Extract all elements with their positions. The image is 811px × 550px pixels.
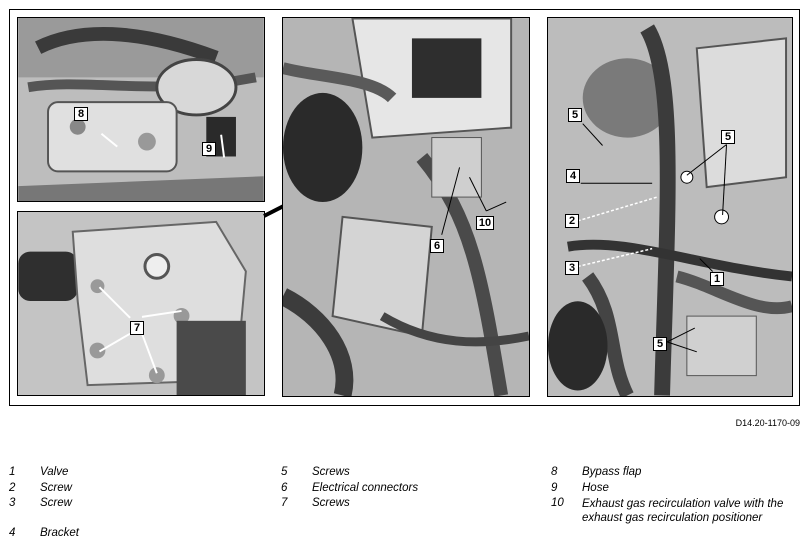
legend-text: Screw [40, 481, 72, 494]
callout-5-b: 5 [721, 130, 735, 144]
legend-number: 10 [551, 497, 564, 509]
legend-text: Bypass flap [582, 466, 642, 478]
callout-10: 10 [476, 216, 494, 230]
legend-text: Screws [312, 466, 350, 478]
legend-number: 4 [9, 526, 16, 539]
engine-photo-illustration [283, 18, 529, 396]
figure-id: D14.20-1170-09 [735, 418, 800, 428]
legend-number: 9 [551, 481, 558, 494]
callout-2: 2 [565, 214, 579, 228]
legend-number: 8 [551, 466, 558, 478]
callout-1: 1 [710, 272, 724, 286]
legend-text: Bracket [40, 526, 79, 539]
legend-number: 6 [281, 481, 288, 494]
callout-6: 6 [430, 239, 444, 253]
legend-text: Electrical connectors [312, 481, 419, 494]
callout-7: 7 [130, 321, 144, 335]
engine-photo-illustration [18, 18, 264, 201]
callout-8: 8 [74, 107, 88, 121]
callout-5-c: 5 [653, 337, 667, 351]
legend-text: Screw [40, 497, 72, 509]
callout-9: 9 [202, 142, 216, 156]
legend-text: Hose [582, 481, 609, 494]
legend-number: 3 [9, 497, 16, 509]
callout-4: 4 [566, 169, 580, 183]
callout-5-a: 5 [568, 108, 582, 122]
legend-text: Exhaust gas recirculation valve with the… [582, 498, 784, 524]
legend-number: 1 [9, 466, 16, 478]
callout-3: 3 [565, 261, 579, 275]
legend-text: Screws [312, 497, 350, 509]
photo-screws-7: 7 [17, 211, 265, 396]
legend-number: 2 [9, 481, 16, 494]
photo-valve-bracket: 5 5 4 2 1 3 5 [547, 17, 793, 397]
legend-number: 7 [281, 497, 288, 509]
engine-photo-illustration [548, 18, 792, 396]
photo-bypass-flap: 8 9 [17, 17, 265, 202]
legend-number: 5 [281, 466, 288, 478]
legend: 1 Valve 2 Screw 3 Screw 4 Bracket 5 Scre… [0, 466, 811, 550]
engine-photo-illustration [18, 212, 264, 395]
legend-text: Valve [40, 466, 69, 478]
photo-egr-valve: 6 10 [282, 17, 530, 397]
